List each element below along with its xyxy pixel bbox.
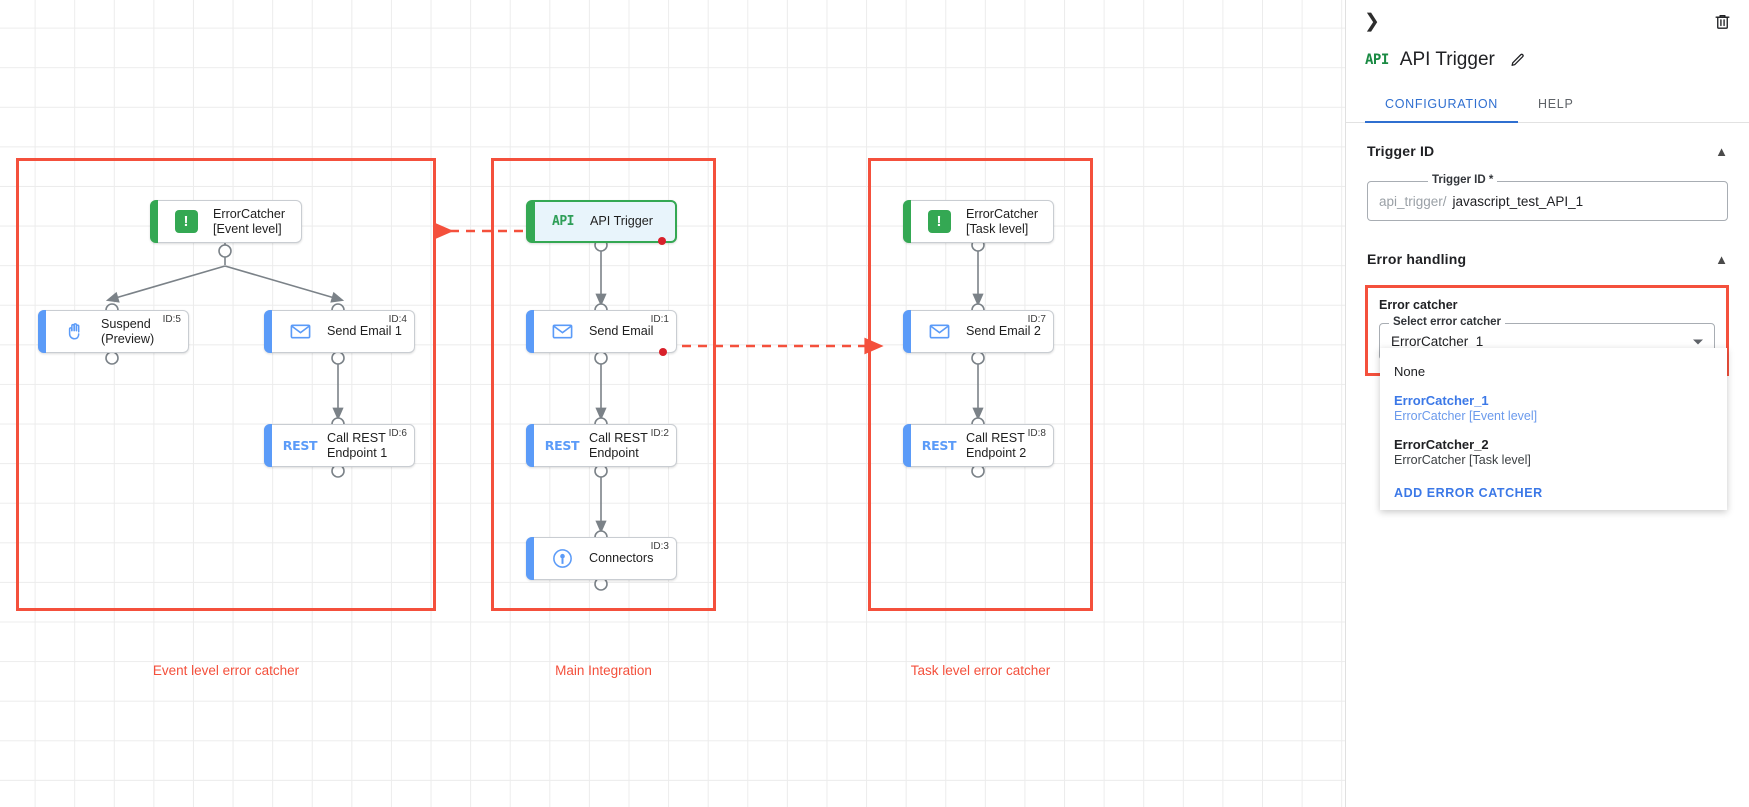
node-id: ID:4 (388, 314, 407, 325)
panel-tabs: CONFIGURATION HELP (1346, 92, 1749, 123)
node-send-email[interactable]: Send Email ID:1 (526, 310, 677, 356)
envelope-icon (926, 319, 952, 345)
node-connectors[interactable]: Connectors ID:3 (526, 537, 677, 580)
node-label: Send Email 1 (327, 324, 402, 339)
group-caption-event-level: Event level error catcher (152, 663, 300, 678)
chevron-up-icon[interactable]: ▲ (1715, 143, 1728, 159)
section-title: Error handling (1367, 251, 1467, 267)
error-indicator-dot (659, 348, 667, 356)
trash-icon[interactable] (1709, 8, 1735, 34)
node-id: ID:2 (650, 428, 669, 439)
node-accent-bar (526, 537, 534, 580)
node-label: Connectors (589, 551, 654, 566)
error-catcher-select[interactable]: Select error catcher ErrorCatcher_1 (1379, 316, 1715, 360)
node-label: Call REST Endpoint 1 (327, 430, 388, 460)
node-label: API Trigger (590, 214, 653, 229)
error-catcher-section: Error catcher Select error catcher Error… (1365, 285, 1729, 510)
dropdown-option-title: None (1394, 364, 1426, 379)
tab-help[interactable]: HELP (1538, 97, 1574, 111)
error-catcher-icon: ! (926, 209, 952, 235)
dropdown-option-subtitle: ErrorCatcher [Task level] (1394, 453, 1531, 467)
node-accent-bar (903, 200, 911, 243)
page-title: API Trigger (1399, 49, 1495, 70)
node-label: ErrorCatcher [Event level] (213, 206, 286, 236)
api-icon: API (1365, 52, 1389, 68)
trigger-id-input[interactable]: javascript_test_API_1 (1452, 193, 1584, 209)
error-catcher-label: Error catcher (1379, 298, 1458, 312)
node-label: Call REST Endpoint 2 (966, 430, 1027, 460)
node-call-rest-endpoint-1[interactable]: REST Call REST Endpoint 1 ID:6 (264, 424, 415, 467)
section-header-error-handling: Error handling ▲ (1346, 221, 1749, 267)
section-title: Trigger ID (1367, 143, 1435, 159)
chevron-up-icon[interactable]: ▲ (1715, 251, 1728, 267)
workflow-canvas[interactable]: ! ErrorCatcher [Event level] Suspend (Pr… (0, 0, 1345, 807)
node-label: Send Email (589, 324, 654, 339)
rest-icon: REST (544, 438, 580, 453)
node-api-trigger[interactable]: API API Trigger (526, 200, 677, 245)
node-accent-bar (150, 200, 158, 243)
node-accent-bar (903, 310, 911, 353)
panel-topbar: ❯ (1346, 0, 1749, 42)
group-caption-main-integration: Main Integration (555, 663, 652, 678)
node-suspend[interactable]: Suspend (Preview) ID:5 (38, 310, 189, 353)
node-errorcatcher-event-level[interactable]: ! ErrorCatcher [Event level] (150, 200, 302, 243)
envelope-icon (549, 319, 575, 345)
group-box-main-integration (491, 158, 716, 611)
api-icon: API (552, 214, 574, 229)
dropdown-option-subtitle: ErrorCatcher [Event level] (1394, 409, 1538, 423)
dropdown-option-title: ErrorCatcher_1 (1394, 393, 1489, 408)
group-box-event-level (16, 158, 436, 611)
select-error-catcher-label: Select error catcher (1389, 316, 1506, 328)
node-send-email-1[interactable]: Send Email 1 ID:4 (264, 310, 415, 353)
rest-icon: REST (282, 438, 318, 453)
dropdown-option-title: ErrorCatcher_2 (1394, 437, 1489, 452)
node-id: ID:1 (650, 314, 669, 325)
node-accent-bar (527, 201, 535, 242)
hand-icon (61, 319, 87, 345)
node-errorcatcher-task-level[interactable]: ! ErrorCatcher [Task level] (903, 200, 1054, 243)
properties-panel: ❯ API API Trigger CONFIGURATION HEL (1345, 0, 1749, 807)
node-accent-bar (264, 310, 272, 353)
node-label: Send Email 2 (966, 324, 1041, 339)
trigger-id-label: Trigger ID * (1428, 174, 1498, 186)
error-catcher-selected-value: ErrorCatcher_1 (1391, 334, 1484, 349)
node-accent-bar (264, 424, 272, 467)
rest-icon: REST (921, 438, 957, 453)
dropdown-option-errorcatcher-2[interactable]: ErrorCatcher_2 ErrorCatcher [Task level] (1380, 430, 1727, 474)
node-accent-bar (526, 424, 534, 467)
node-label: ErrorCatcher [Task level] (966, 206, 1039, 236)
section-header-trigger-id: Trigger ID ▲ (1346, 123, 1749, 159)
error-catcher-dropdown[interactable]: None ErrorCatcher_1 ErrorCatcher [Event … (1380, 348, 1727, 510)
chevron-right-icon[interactable]: ❯ (1364, 10, 1380, 32)
node-accent-bar (38, 310, 46, 353)
dropdown-option-errorcatcher-1[interactable]: ErrorCatcher_1 ErrorCatcher [Event level… (1380, 386, 1727, 430)
panel-title-row: API API Trigger (1346, 42, 1749, 78)
node-accent-bar (526, 310, 534, 353)
node-label: Suspend (Preview) (101, 316, 155, 346)
error-catcher-icon: ! (173, 209, 199, 235)
node-label: Call REST Endpoint (589, 430, 648, 460)
node-id: ID:8 (1027, 428, 1046, 439)
node-id: ID:5 (162, 314, 181, 325)
envelope-icon (287, 319, 313, 345)
connectors-icon (549, 546, 575, 572)
node-call-rest-endpoint-2[interactable]: REST Call REST Endpoint 2 ID:8 (903, 424, 1054, 467)
node-call-rest-endpoint[interactable]: REST Call REST Endpoint ID:2 (526, 424, 677, 467)
trigger-id-prefix: api_trigger/ (1379, 193, 1447, 209)
node-send-email-2[interactable]: Send Email 2 ID:7 (903, 310, 1054, 353)
node-accent-bar (903, 424, 911, 467)
tab-configuration[interactable]: CONFIGURATION (1365, 92, 1519, 123)
pencil-icon[interactable] (1508, 50, 1528, 70)
chevron-down-icon[interactable] (1693, 339, 1703, 344)
add-error-catcher-button[interactable]: ADD ERROR CATCHER (1394, 486, 1543, 500)
dropdown-option-none[interactable]: None (1380, 357, 1727, 386)
group-box-task-level (868, 158, 1093, 611)
node-id: ID:6 (388, 428, 407, 439)
error-indicator-dot (658, 237, 666, 245)
node-id: ID:3 (650, 541, 669, 552)
group-caption-task-level: Task level error catcher (910, 663, 1051, 678)
node-id: ID:7 (1027, 314, 1046, 325)
trigger-id-field[interactable]: Trigger ID * api_trigger/ javascript_tes… (1367, 174, 1728, 221)
